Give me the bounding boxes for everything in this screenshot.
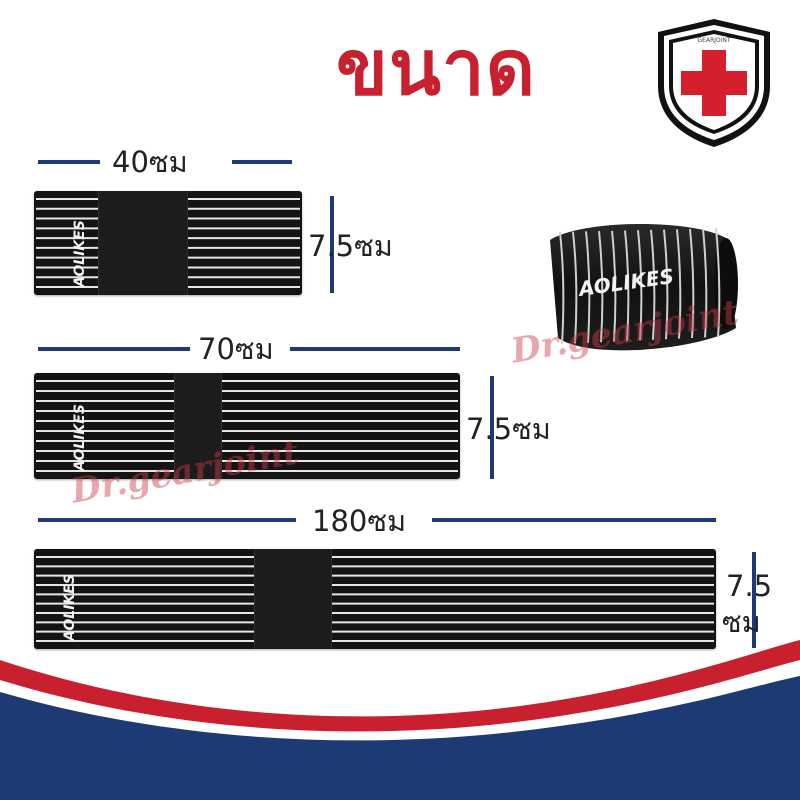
bottom-wave-decoration [0, 640, 800, 800]
svg-text:GEARJOINT: GEARJOINT [697, 37, 730, 44]
brand-logo: AOLIKES [72, 404, 88, 471]
length-dimension-line [38, 347, 190, 351]
strap-70-width-label: 7.5ซม [466, 412, 551, 446]
strap-40cm: AOLIKES [34, 191, 302, 295]
strap-180-length-label: 180ซม [312, 504, 407, 538]
roll-stripe [637, 230, 643, 341]
roll-stripe [624, 230, 630, 342]
strap-stripes [36, 556, 714, 642]
strap-70-length-label: 70ซม [198, 332, 274, 366]
shield-cross-icon: GEARJOINT [658, 19, 770, 147]
brand-logo: AOLIKES [72, 220, 88, 287]
roll-stripe [572, 231, 578, 344]
strap-40-length-label: 40ซม [112, 145, 188, 179]
strap-180cm: AOLIKES [34, 549, 716, 649]
length-dimension-line [38, 518, 296, 522]
roll-stripe [663, 229, 669, 340]
width-dimension-line [330, 196, 334, 293]
roll-stripe [689, 228, 695, 339]
strap-180-width-value: 7.5 [726, 569, 773, 603]
roll-stripe [559, 231, 565, 345]
strap-70cm: AOLIKES [34, 373, 460, 479]
roll-stripe [585, 231, 591, 343]
strap-180-width-unit: ซม [722, 605, 761, 639]
roll-stripe [611, 230, 617, 342]
roll-stripe [598, 230, 604, 343]
page-title: ขนาด [336, 23, 536, 112]
velcro-pad [254, 549, 332, 649]
length-dimension-line [290, 347, 460, 351]
velcro-pad [174, 373, 222, 479]
strap-stripes [36, 380, 458, 472]
length-dimension-line [38, 160, 100, 164]
roll-stripe [702, 228, 708, 338]
roll-stripe [676, 229, 682, 339]
strap-40-width-label: 7.5ซม [308, 229, 393, 263]
velcro-pad [98, 191, 188, 295]
rolled-strap-image: AOLIKES [550, 223, 738, 351]
length-dimension-line [232, 160, 292, 164]
width-dimension-line [752, 552, 756, 648]
width-dimension-line [490, 376, 494, 479]
roll-stripe [715, 228, 721, 337]
roll-stripe [650, 229, 656, 340]
length-dimension-line [432, 518, 716, 522]
